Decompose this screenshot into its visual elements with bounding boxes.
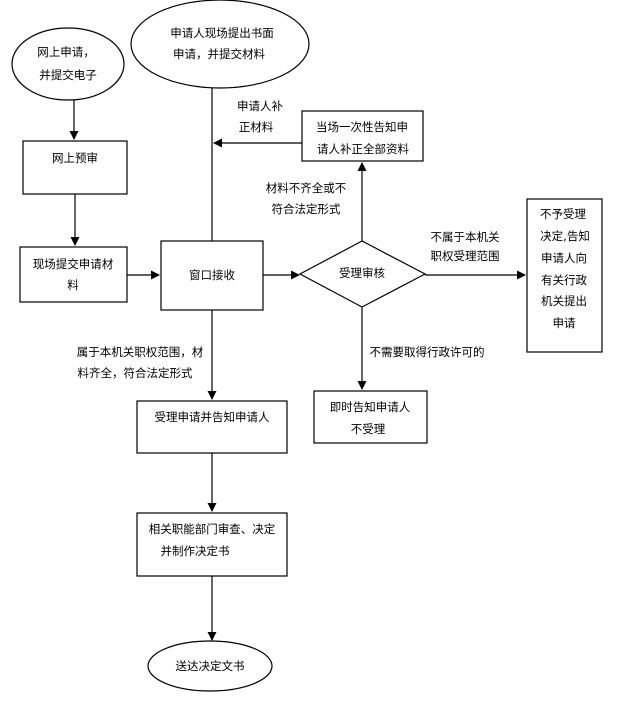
- edges: [69, 88, 526, 641]
- node-dept-review-line-2: 并制作决定书: [161, 544, 230, 558]
- node-not-accept-line-1: 不予受理: [540, 207, 586, 221]
- node-window-receive-line-1: 窗口接收: [189, 268, 235, 282]
- node-not-accept-line-6: 申请: [553, 316, 576, 330]
- node-acceptance-review-line-1: 受理审核: [339, 266, 385, 280]
- node-not-accept-line-4: 有关行政: [541, 273, 587, 287]
- edge-label-supplement-line-2: 正材料: [239, 120, 274, 134]
- node-online-precheck-line-1: 网上预审: [52, 151, 98, 165]
- edge-label-no-permit-line-1: 不需要取得行政许可的: [370, 345, 485, 359]
- edge-label-out-of-scope-line-1: 不属于本机关: [431, 230, 500, 244]
- node-online-apply: 网上申请， 并提交电子: [11, 27, 125, 101]
- edge-label-in-scope-line-1: 属于本机关职权范围，材: [77, 345, 204, 359]
- node-notify-supplement: 当场一次性告知申 请人补正全部资料: [301, 110, 424, 162]
- edge-label-incomplete-line-1: 材料不齐全或不: [266, 181, 347, 195]
- node-dept-review: 相关职能部门审查、决定 并制作决定书: [136, 512, 288, 577]
- node-accept-notify: 受理申请并告知申请人: [136, 400, 288, 454]
- node-window-receive: 窗口接收: [160, 240, 264, 311]
- node-onsite-apply: 申请人现场提出书面 申请，并提交材料: [130, 0, 310, 89]
- node-deliver: 送达决定文书: [147, 640, 273, 692]
- node-immediate-notify-line-2: 不受理: [351, 422, 386, 436]
- node-acceptance-review: 受理审核: [298, 240, 427, 308]
- node-online-apply-line-2: 并提交电子: [39, 68, 97, 82]
- node-online-apply-line-1: 网上申请，: [37, 45, 95, 59]
- node-immediate-notify-line-1: 即时告知申请人: [330, 400, 411, 414]
- edge-label-no-permit: 不需要取得行政许可的: [370, 345, 485, 359]
- edge-label-out-of-scope-line-2: 职权受理范围: [431, 249, 500, 263]
- node-onsite-submit: 现场提交申请材 料: [19, 246, 128, 303]
- node-deliver-line-1: 送达决定文书: [176, 659, 245, 673]
- edge-label-out-of-scope: 不属于本机关 职权受理范围: [431, 230, 500, 263]
- node-notify-supplement-line-1: 当场一次性告知申: [316, 120, 408, 134]
- node-immediate-notify: 即时告知申请人 不受理: [313, 390, 428, 444]
- node-not-accept-line-5: 机关提出: [541, 294, 587, 308]
- node-onsite-apply-line-1: 申请人现场提出书面: [170, 26, 274, 40]
- edge-label-incomplete-line-2: 符合法定形式: [272, 202, 341, 216]
- node-dept-review-line-1: 相关职能部门审查、决定: [149, 522, 276, 536]
- edge-label-in-scope: 属于本机关职权范围，材 料齐全，符合法定形式: [77, 345, 204, 380]
- node-notify-supplement-line-2: 请人补正全部资料: [317, 142, 409, 156]
- node-not-accept-line-2: 决定,告知: [540, 229, 590, 243]
- edge-label-supplement: 申请人补 正材料: [237, 99, 283, 134]
- node-online-precheck: 网上预审: [22, 140, 128, 195]
- edge-label-in-scope-line-2: 料齐全，符合法定形式: [78, 366, 193, 380]
- edge-label-incomplete: 材料不齐全或不 符合法定形式: [266, 181, 347, 216]
- node-onsite-submit-line-1: 现场提交申请材: [33, 257, 114, 271]
- node-not-accept: 不予受理 决定,告知 申请人向 有关行政 机关提出 申请: [526, 198, 603, 353]
- edge-label-supplement-line-1: 申请人补: [237, 99, 283, 113]
- node-onsite-apply-line-2: 申请，并提交材料: [173, 47, 265, 61]
- node-onsite-submit-line-2: 料: [67, 278, 79, 292]
- node-not-accept-line-3: 申请人向: [541, 251, 587, 265]
- node-accept-notify-line-1: 受理申请并告知申请人: [155, 410, 270, 424]
